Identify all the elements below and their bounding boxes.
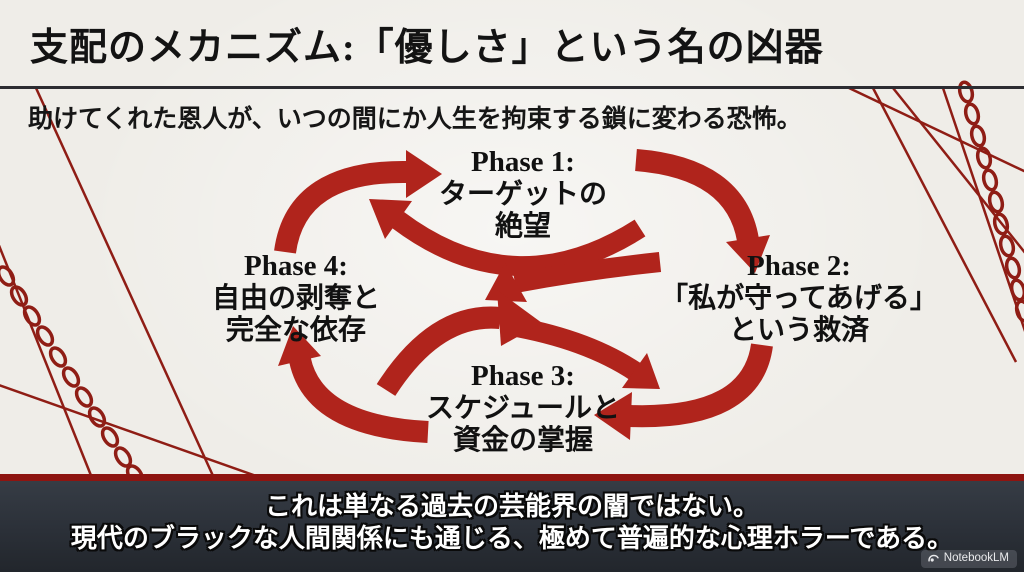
phase-2-label: Phase 2: 「私が守ってあげる」 という救済 — [633, 250, 965, 346]
phase-2-line-2: という救済 — [728, 314, 869, 345]
arrowhead-east-large — [497, 290, 542, 346]
slide-subtitle: 助けてくれた恩人が、いつの間にか人生を拘束する鎖に変わる恐怖。 — [28, 105, 802, 133]
phase-1-label: Phase 1: ターゲットの 絶望 — [393, 146, 653, 242]
arrowhead-southwest — [485, 263, 527, 302]
phase-2-title: Phase 2: — [747, 250, 851, 282]
page-title: 支配のメカニズム:「優しさ」という名の凶器 — [30, 27, 824, 69]
phase-2-line-1: 「私が守ってあげる」 — [660, 282, 938, 313]
arrow-phase4-to-phase1 — [274, 160, 409, 254]
caption-line-2: 現代のブラックな人間関係にも通じる、極めて普遍的な心理ホラーである。 — [70, 523, 954, 553]
watermark-label: NotebookLM — [943, 552, 1009, 564]
watermark-badge: NotebookLM — [920, 550, 1017, 568]
arrow-counter-short — [513, 252, 662, 293]
phase-4-title: Phase 4: — [244, 250, 348, 282]
phase-4-label: Phase 4: 自由の剥奪と 完全な依存 — [166, 250, 426, 346]
caption-bar: これは単なる過去の芸能界の闇ではない。 現代のブラックな人間関係にも通じる、極め… — [0, 481, 1024, 572]
phase-3-line-2: 資金の掌握 — [452, 424, 593, 455]
arrow-phase2-to-phase3 — [629, 343, 773, 428]
arrow-phase1-to-phase2 — [635, 149, 759, 243]
phase-3-label: Phase 3: スケジュールと 資金の掌握 — [393, 360, 653, 456]
caption-line-1: これは単なる過去の芸能界の闇ではない。 — [264, 491, 759, 521]
phase-3-title: Phase 3: — [471, 360, 575, 392]
arrow-phase3-to-phase4 — [289, 357, 429, 443]
arrowhead-north — [278, 326, 321, 366]
arrow-counter-long — [391, 212, 646, 277]
arrowhead-northwest — [369, 199, 412, 239]
arrowhead-south — [726, 235, 770, 273]
phase-1-line-2: 絶望 — [494, 210, 551, 241]
arrowhead-southeast — [622, 353, 660, 389]
arrow-phase3-to-center — [376, 306, 502, 397]
arrowhead-east — [406, 150, 442, 198]
notebooklm-logo-icon — [928, 554, 939, 562]
phase-1-title: Phase 1: — [471, 146, 575, 178]
chain-icon-right — [957, 80, 1024, 323]
title-divider — [0, 86, 1024, 89]
cycle-arrows — [274, 149, 773, 443]
chain-icon-left — [0, 265, 145, 486]
phase-3-line-1: スケジュールと — [425, 392, 621, 423]
arrowhead-west — [594, 392, 632, 440]
phase-1-line-1: ターゲットの — [438, 178, 607, 209]
phase-4-line-2: 完全な依存 — [225, 314, 366, 345]
phase-4-line-1: 自由の剥奪と — [211, 282, 380, 313]
red-accent-bar — [0, 474, 1024, 481]
